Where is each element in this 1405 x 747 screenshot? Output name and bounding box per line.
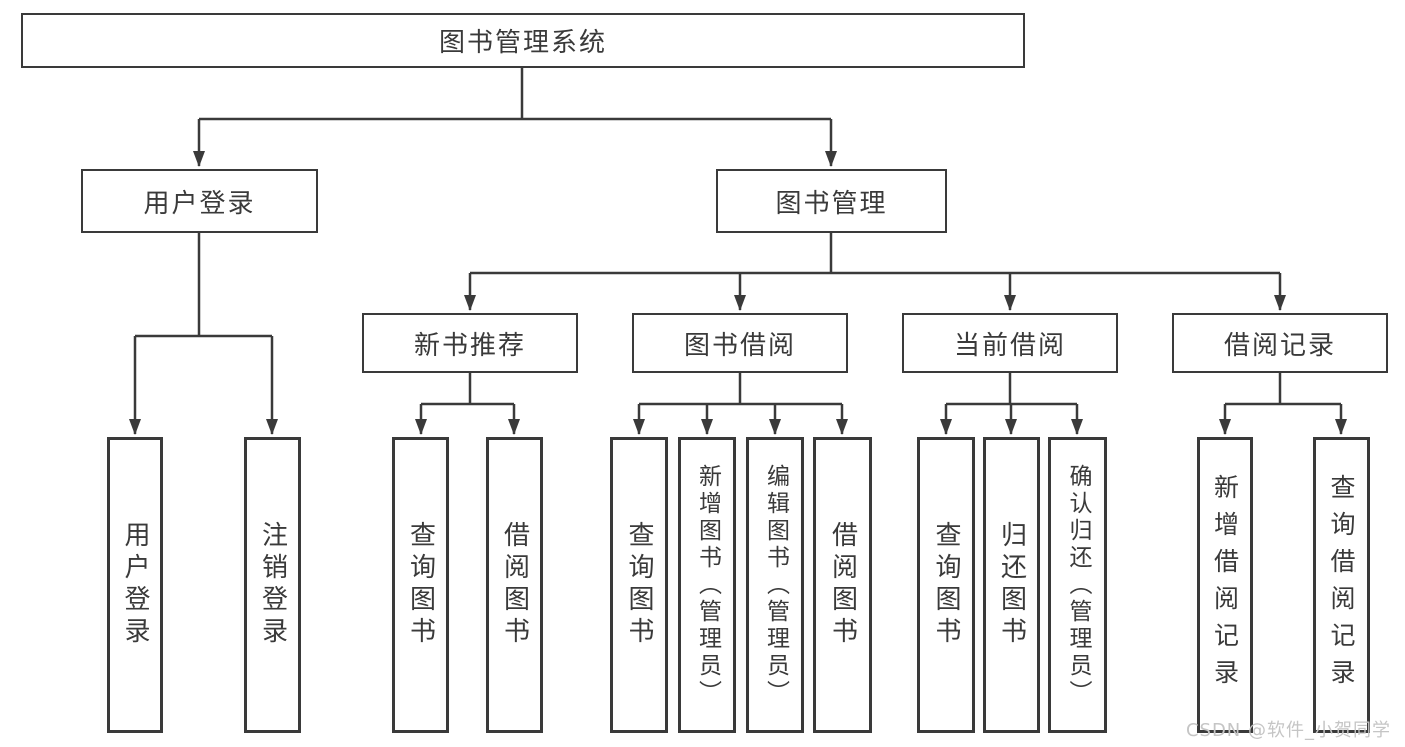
node-current-borrowing: 当前借阅	[902, 313, 1118, 373]
leaf-borrow-books-recommend-label: 借阅图书	[499, 521, 530, 649]
leaf-confirm-return-admin-label: 确认归还（管理员）	[1065, 463, 1091, 707]
leaf-query-books-recommend-label: 查询图书	[405, 521, 436, 649]
leaf-add-books-admin: 新增图书（管理员）	[678, 437, 736, 733]
leaf-query-borrow-record-label: 查询借阅记录	[1327, 474, 1356, 696]
connectors-book-borrowing	[633, 373, 848, 435]
node-book-management: 图书管理	[716, 169, 947, 233]
leaf-query-books-current-label: 查询图书	[931, 521, 961, 649]
node-current-borrowing-label: 当前借阅	[953, 330, 1066, 361]
connectors-book-management	[464, 233, 1286, 311]
connectors-borrowing-records	[1219, 373, 1347, 435]
leaf-user-login: 用户登录	[107, 437, 163, 733]
node-borrowing-records-label: 借阅记录	[1223, 330, 1336, 361]
leaf-borrow-books-borrowing: 借阅图书	[813, 437, 872, 733]
leaf-edit-books-admin-label: 编辑图书（管理员）	[762, 463, 789, 707]
node-book-management-label: 图书管理	[775, 188, 888, 219]
connectors-new-book-recommendation	[415, 373, 520, 435]
leaf-user-login-label: 用户登录	[120, 521, 150, 649]
connectors-current-borrowing	[940, 373, 1083, 435]
leaf-return-books-label: 归还图书	[996, 521, 1027, 649]
node-borrowing-records: 借阅记录	[1172, 313, 1388, 373]
leaf-borrow-books-borrowing-label: 借阅图书	[827, 521, 858, 649]
leaf-return-books: 归还图书	[983, 437, 1040, 733]
connectors-root	[193, 67, 837, 167]
node-user-login: 用户登录	[81, 169, 318, 233]
leaf-edit-books-admin: 编辑图书（管理员）	[746, 437, 804, 733]
leaf-query-books-borrowing-label: 查询图书	[624, 521, 654, 649]
leaf-logout-login: 注销登录	[244, 437, 301, 733]
node-new-book-recommendation: 新书推荐	[362, 313, 578, 373]
node-user-login-label: 用户登录	[143, 188, 256, 219]
connectors-user-login	[129, 233, 278, 435]
leaf-query-books-current: 查询图书	[917, 437, 975, 733]
node-root: 图书管理系统	[21, 13, 1025, 68]
node-book-borrowing-label: 图书借阅	[683, 330, 796, 361]
leaf-add-borrow-record: 新增借阅记录	[1197, 437, 1253, 733]
leaf-add-borrow-record-label: 新增借阅记录	[1210, 474, 1240, 696]
leaf-query-borrow-record: 查询借阅记录	[1313, 437, 1370, 733]
node-root-label: 图书管理系统	[438, 28, 607, 58]
node-book-borrowing: 图书借阅	[632, 313, 848, 373]
leaf-query-books-recommend: 查询图书	[392, 437, 449, 733]
leaf-borrow-books-recommend: 借阅图书	[486, 437, 543, 733]
leaf-query-books-borrowing: 查询图书	[610, 437, 668, 733]
node-new-book-recommendation-label: 新书推荐	[413, 330, 526, 361]
leaf-add-books-admin-label: 新增图书（管理员）	[694, 463, 721, 707]
leaf-logout-login-label: 注销登录	[257, 521, 288, 649]
leaf-confirm-return-admin: 确认归还（管理员）	[1048, 437, 1107, 733]
